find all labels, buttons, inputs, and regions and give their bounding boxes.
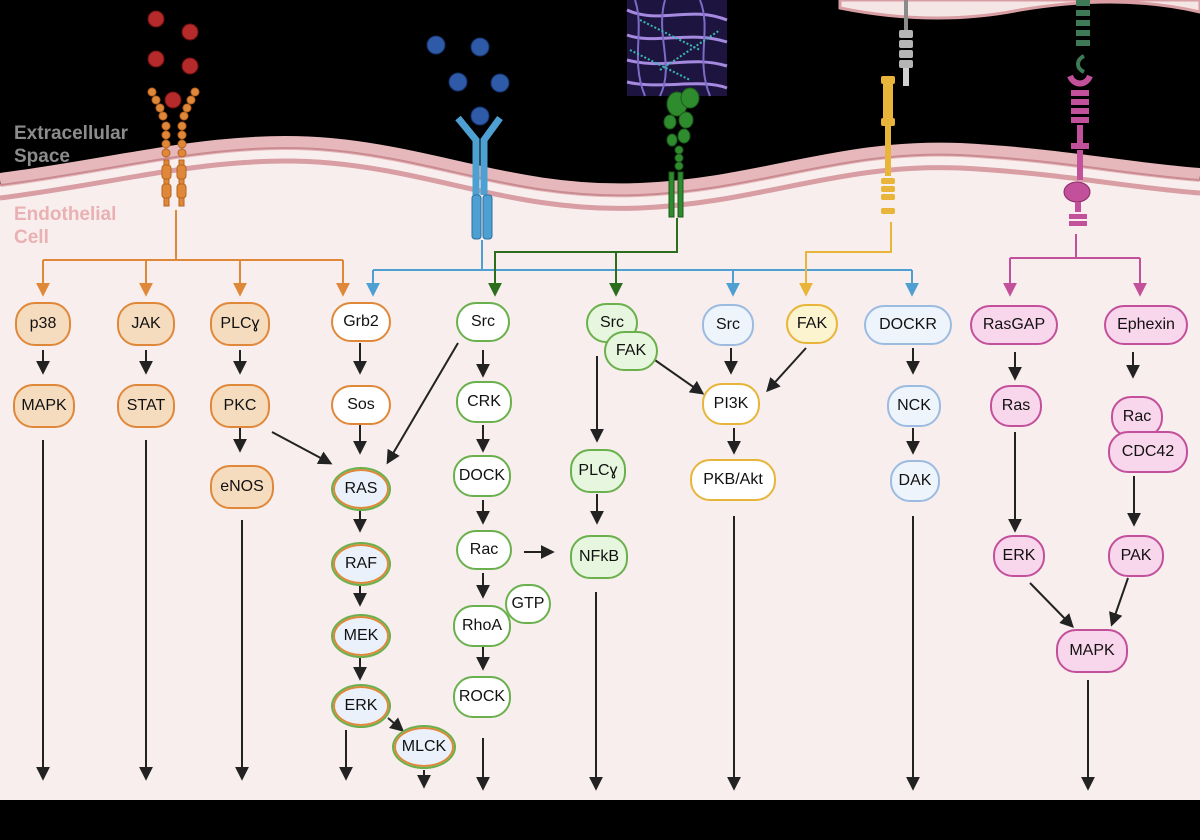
cell-membrane xyxy=(0,136,1200,198)
mek-node: MEK xyxy=(331,614,391,658)
matrix-fiber-icon xyxy=(626,0,728,97)
plcg-node: PLCɣ xyxy=(210,302,270,346)
dockr-node: DOCKR xyxy=(864,305,952,345)
receptor-icon xyxy=(455,115,503,240)
rasgap-node: RasGAP xyxy=(970,305,1058,345)
pkc-node: PKC xyxy=(210,384,270,428)
endothelial-cell-label: Endothelial Cell xyxy=(14,204,117,248)
ephrin-receptor-icon xyxy=(1063,0,1093,226)
pi3k-node: PI3K xyxy=(702,383,760,425)
erk-node-2: ERK xyxy=(993,535,1045,577)
receptor-icon xyxy=(147,87,200,207)
rhoa-node: RhoA xyxy=(453,605,511,647)
gtp-node: GTP xyxy=(505,584,551,624)
extracellular-space-label: Extracellular Space xyxy=(14,123,129,167)
ligand-dot-icon xyxy=(426,35,510,126)
src-node-2: Src xyxy=(702,304,754,346)
rock-node: ROCK xyxy=(453,676,511,718)
plcg-node-2: PLCɣ xyxy=(570,449,626,493)
fak-complex-node: FAK xyxy=(604,331,658,371)
mapk-node: MAPK xyxy=(13,384,75,428)
rac-node: Rac xyxy=(456,530,512,570)
cadherin-icon xyxy=(881,0,913,214)
p38-node: p38 xyxy=(15,302,71,346)
grb2-node: Grb2 xyxy=(331,302,391,342)
jak-node: JAK xyxy=(117,302,175,346)
ligand-dot-icon xyxy=(147,10,199,109)
pathway-arrows xyxy=(36,342,1141,791)
fak-node-2: FAK xyxy=(786,304,838,344)
src-node: Src xyxy=(456,302,510,342)
pak-node: PAK xyxy=(1108,535,1164,577)
ras-node: RAS xyxy=(331,467,391,511)
stat-node: STAT xyxy=(117,384,175,428)
pkb-akt-node: PKB/Akt xyxy=(690,459,776,501)
mapk-node-2: MAPK xyxy=(1056,629,1128,673)
erk-node: ERK xyxy=(331,684,391,728)
raf-node: RAF xyxy=(331,542,391,586)
integrin-icon xyxy=(663,87,700,218)
neighbour-cell xyxy=(838,0,1200,20)
nfkb-node: NFkB xyxy=(570,535,628,579)
sos-node: Sos xyxy=(331,385,391,425)
ras-node-2: Ras xyxy=(990,385,1042,427)
dock-node: DOCK xyxy=(453,455,511,497)
ephexin-node: Ephexin xyxy=(1104,305,1188,345)
cdc42-node: CDC42 xyxy=(1108,431,1188,473)
enos-node: eNOS xyxy=(210,465,274,509)
mlck-node: MLCK xyxy=(392,725,456,769)
nck-node: NCK xyxy=(887,385,941,427)
crk-node: CRK xyxy=(456,381,512,423)
dak-node: DAK xyxy=(890,460,940,502)
